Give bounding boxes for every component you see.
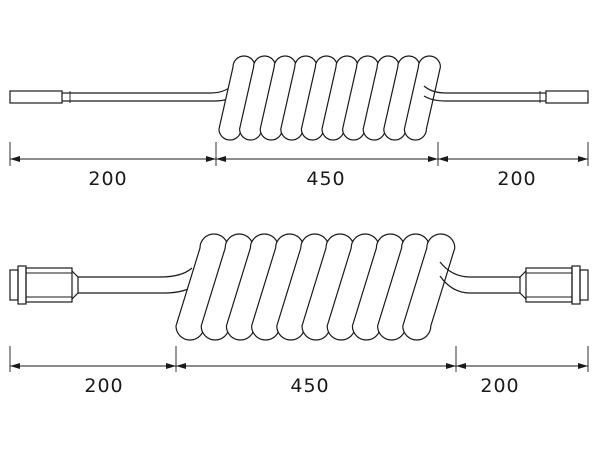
bottom-right-lead bbox=[439, 261, 520, 294]
top-cable: 200 450 200 bbox=[9, 55, 589, 190]
bottom-dim-mid-label: 450 bbox=[290, 375, 329, 397]
top-coil-loops bbox=[218, 55, 442, 141]
bottom-dim-right-label: 200 bbox=[480, 375, 519, 397]
top-dim-mid-label: 450 bbox=[306, 168, 345, 190]
top-left-lead bbox=[9, 81, 237, 104]
bottom-dim-left-label: 200 bbox=[84, 375, 123, 397]
bottom-coils-loop bbox=[402, 233, 456, 341]
bottom-dimension-lines bbox=[9, 346, 589, 372]
top-coils-loop bbox=[403, 55, 442, 141]
bottom-right-connector bbox=[519, 265, 589, 305]
top-dim-left-label: 200 bbox=[88, 168, 127, 190]
bottom-cable: 200 450 200 bbox=[9, 233, 589, 397]
bottom-coil-loops bbox=[175, 233, 456, 341]
top-right-lead bbox=[423, 85, 589, 104]
top-dimension-lines bbox=[9, 142, 589, 166]
bottom-left-connector bbox=[9, 265, 79, 305]
bottom-left-lead bbox=[78, 267, 197, 294]
top-dim-right-label: 200 bbox=[497, 168, 536, 190]
